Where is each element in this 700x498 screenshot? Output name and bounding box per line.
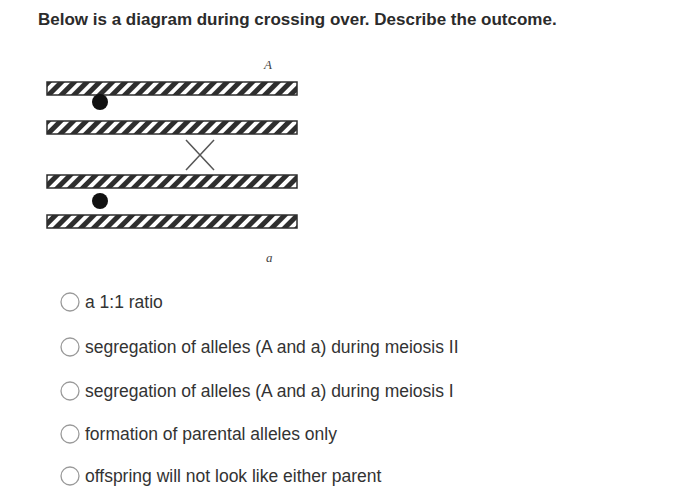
answer-option: a 1:1 ratio [85,292,163,313]
chromatid-bar [47,121,297,134]
radio-button [61,293,79,485]
chromatid-bar [47,82,297,95]
answer-option: offspring will not look like either pare… [85,466,381,487]
answer-option: formation of parental alleles only [85,424,337,445]
chromatid-bar [47,215,297,228]
answer-option: segregation of alleles (A and a) during … [85,337,459,358]
question-text: Below is a diagram during crossing over.… [38,10,557,30]
centromere [92,193,108,209]
crossover-mark [186,140,214,170]
chromatid [47,82,297,228]
centromere [92,94,108,110]
allele-label: a [266,250,273,266]
chromatid-bar [47,175,297,188]
allele-label: A [264,57,272,73]
answer-option: segregation of alleles (A and a) during … [85,381,454,402]
